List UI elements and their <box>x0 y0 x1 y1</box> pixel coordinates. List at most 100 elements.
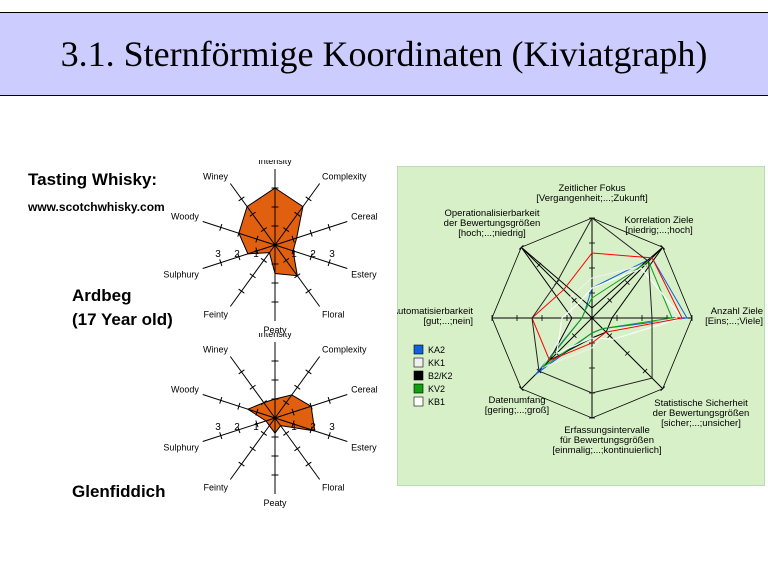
axis-label: Woody <box>171 211 199 221</box>
axis-tick <box>291 235 295 243</box>
axis-label: [Eins;...;Viele] <box>705 316 763 327</box>
glenfiddich-radar-chart: IntensityComplexityCerealEsteryFloralPea… <box>163 333 377 508</box>
axis-tick <box>294 446 301 452</box>
tick-label: 2 <box>234 249 240 260</box>
axis-label: Automatisierbarkeit <box>397 306 473 317</box>
slide-title: 3.1. Sternförmige Koordinaten (Kiviatgra… <box>60 34 708 74</box>
axis-tick <box>260 227 267 233</box>
axis-tick <box>219 396 223 404</box>
series-line <box>541 264 678 369</box>
axis-tick <box>291 247 295 255</box>
axis-tick <box>283 227 290 233</box>
legend-swatch <box>413 383 424 394</box>
axis-tick <box>260 257 267 263</box>
axis-tick <box>607 297 613 303</box>
source-url: www.scotchwhisky.com <box>28 200 165 214</box>
axis-tick <box>327 432 331 440</box>
axis-tick <box>660 386 666 392</box>
title-bar: 3.1. Sternförmige Koordinaten (Kiviatgra… <box>0 12 768 96</box>
tick-label: 1 <box>253 422 259 433</box>
legend-swatch <box>413 396 424 407</box>
tick-label: 1 <box>291 422 297 433</box>
axis-tick <box>283 257 290 263</box>
axis-tick <box>238 288 245 294</box>
axis-label: [gering;...;groß] <box>485 405 549 416</box>
legend-label: KB1 <box>428 397 445 407</box>
axis-tick <box>294 273 301 279</box>
axis-label: Korrelation Ziele <box>624 215 693 226</box>
legend-swatch <box>413 357 424 368</box>
axis-label: Floral <box>322 483 345 493</box>
axis-tick <box>283 430 290 436</box>
axis-label: Complexity <box>322 344 367 354</box>
axis-tick <box>327 396 331 404</box>
tick-label: 3 <box>215 249 221 260</box>
axis-tick <box>283 400 290 406</box>
axis-tick <box>219 223 223 231</box>
axis-label: Operationalisierbarkeit <box>444 208 539 219</box>
whisky1-name: Ardbeg <box>72 286 132 305</box>
series-line <box>542 260 673 368</box>
axis-tick <box>255 247 259 255</box>
axis-label: Winey <box>203 344 229 354</box>
axis-label: Estery <box>351 270 377 280</box>
series-line <box>556 267 683 355</box>
axis-tick <box>607 333 613 339</box>
axis-tick <box>309 229 313 237</box>
axis-tick <box>237 402 241 410</box>
axis-label: für Bewertungsgrößen <box>560 435 654 446</box>
ardbeg-radar-chart: IntensityComplexityCerealEsteryFloralPea… <box>163 160 378 335</box>
axis-label: Datenumfang <box>488 395 545 406</box>
whisky2-name: Glenfiddich <box>72 482 166 501</box>
axis-label: [hoch;...;niedrig] <box>458 228 526 239</box>
kiviat-background <box>397 166 765 486</box>
axis-tick <box>294 384 301 390</box>
legend-label: KA2 <box>428 345 445 355</box>
axis-label: Sulphury <box>163 270 199 280</box>
axis-tick <box>642 368 648 374</box>
axis-tick <box>249 211 256 217</box>
axis-label: Intensity <box>258 160 292 166</box>
axis-tick <box>238 461 245 467</box>
tick-label: 2 <box>310 249 316 260</box>
axis-tick <box>305 288 312 294</box>
axis-tick <box>255 235 259 243</box>
axis-label: Cereal <box>351 211 378 221</box>
axis-tick <box>237 253 241 261</box>
axis-tick <box>309 402 313 410</box>
axis-label: Peaty <box>263 325 287 335</box>
axis-tick <box>309 253 313 261</box>
series-line <box>531 252 683 362</box>
axis-tick <box>249 446 256 452</box>
tick-label: 2 <box>234 422 240 433</box>
legend-swatch <box>413 344 424 355</box>
axis-tick <box>291 408 295 416</box>
axis-label: [gut;...;nein] <box>423 316 473 327</box>
axis-tick <box>305 196 312 202</box>
axis-label: [einmalig;...;kontinuierlich] <box>552 445 661 456</box>
axis-label: der Bewertungsgrößen <box>444 218 541 229</box>
axis-tick <box>238 196 245 202</box>
axis-label: Erfassungsintervalle <box>564 425 650 436</box>
axis-tick <box>255 408 259 416</box>
axis-label: Winey <box>203 171 229 181</box>
tick-label: 3 <box>329 249 335 260</box>
axis-label: Sulphury <box>163 443 199 453</box>
axis-label: Zeitlicher Fokus <box>558 183 625 194</box>
axis-tick <box>305 369 312 375</box>
axis-tick <box>518 386 524 392</box>
whisky1-age: (17 Year old) <box>72 310 173 329</box>
axis-tick <box>249 273 256 279</box>
axis-label: [Vergangenheit;...;Zukunft] <box>536 193 647 204</box>
axis-label: Statistische Sicherheit <box>654 398 748 409</box>
axis-tick <box>249 384 256 390</box>
axis-tick <box>294 211 301 217</box>
legend-label: KK1 <box>428 358 445 368</box>
axis-label: Floral <box>322 310 345 320</box>
legend-swatch <box>413 370 424 381</box>
axis-label: Woody <box>171 384 199 394</box>
axis-tick <box>260 430 267 436</box>
series-line <box>531 217 653 394</box>
axis-label: Intensity <box>258 333 292 339</box>
kiviat-chart: Zeitlicher Fokus[Vergangenheit;...;Zukun… <box>397 166 765 486</box>
